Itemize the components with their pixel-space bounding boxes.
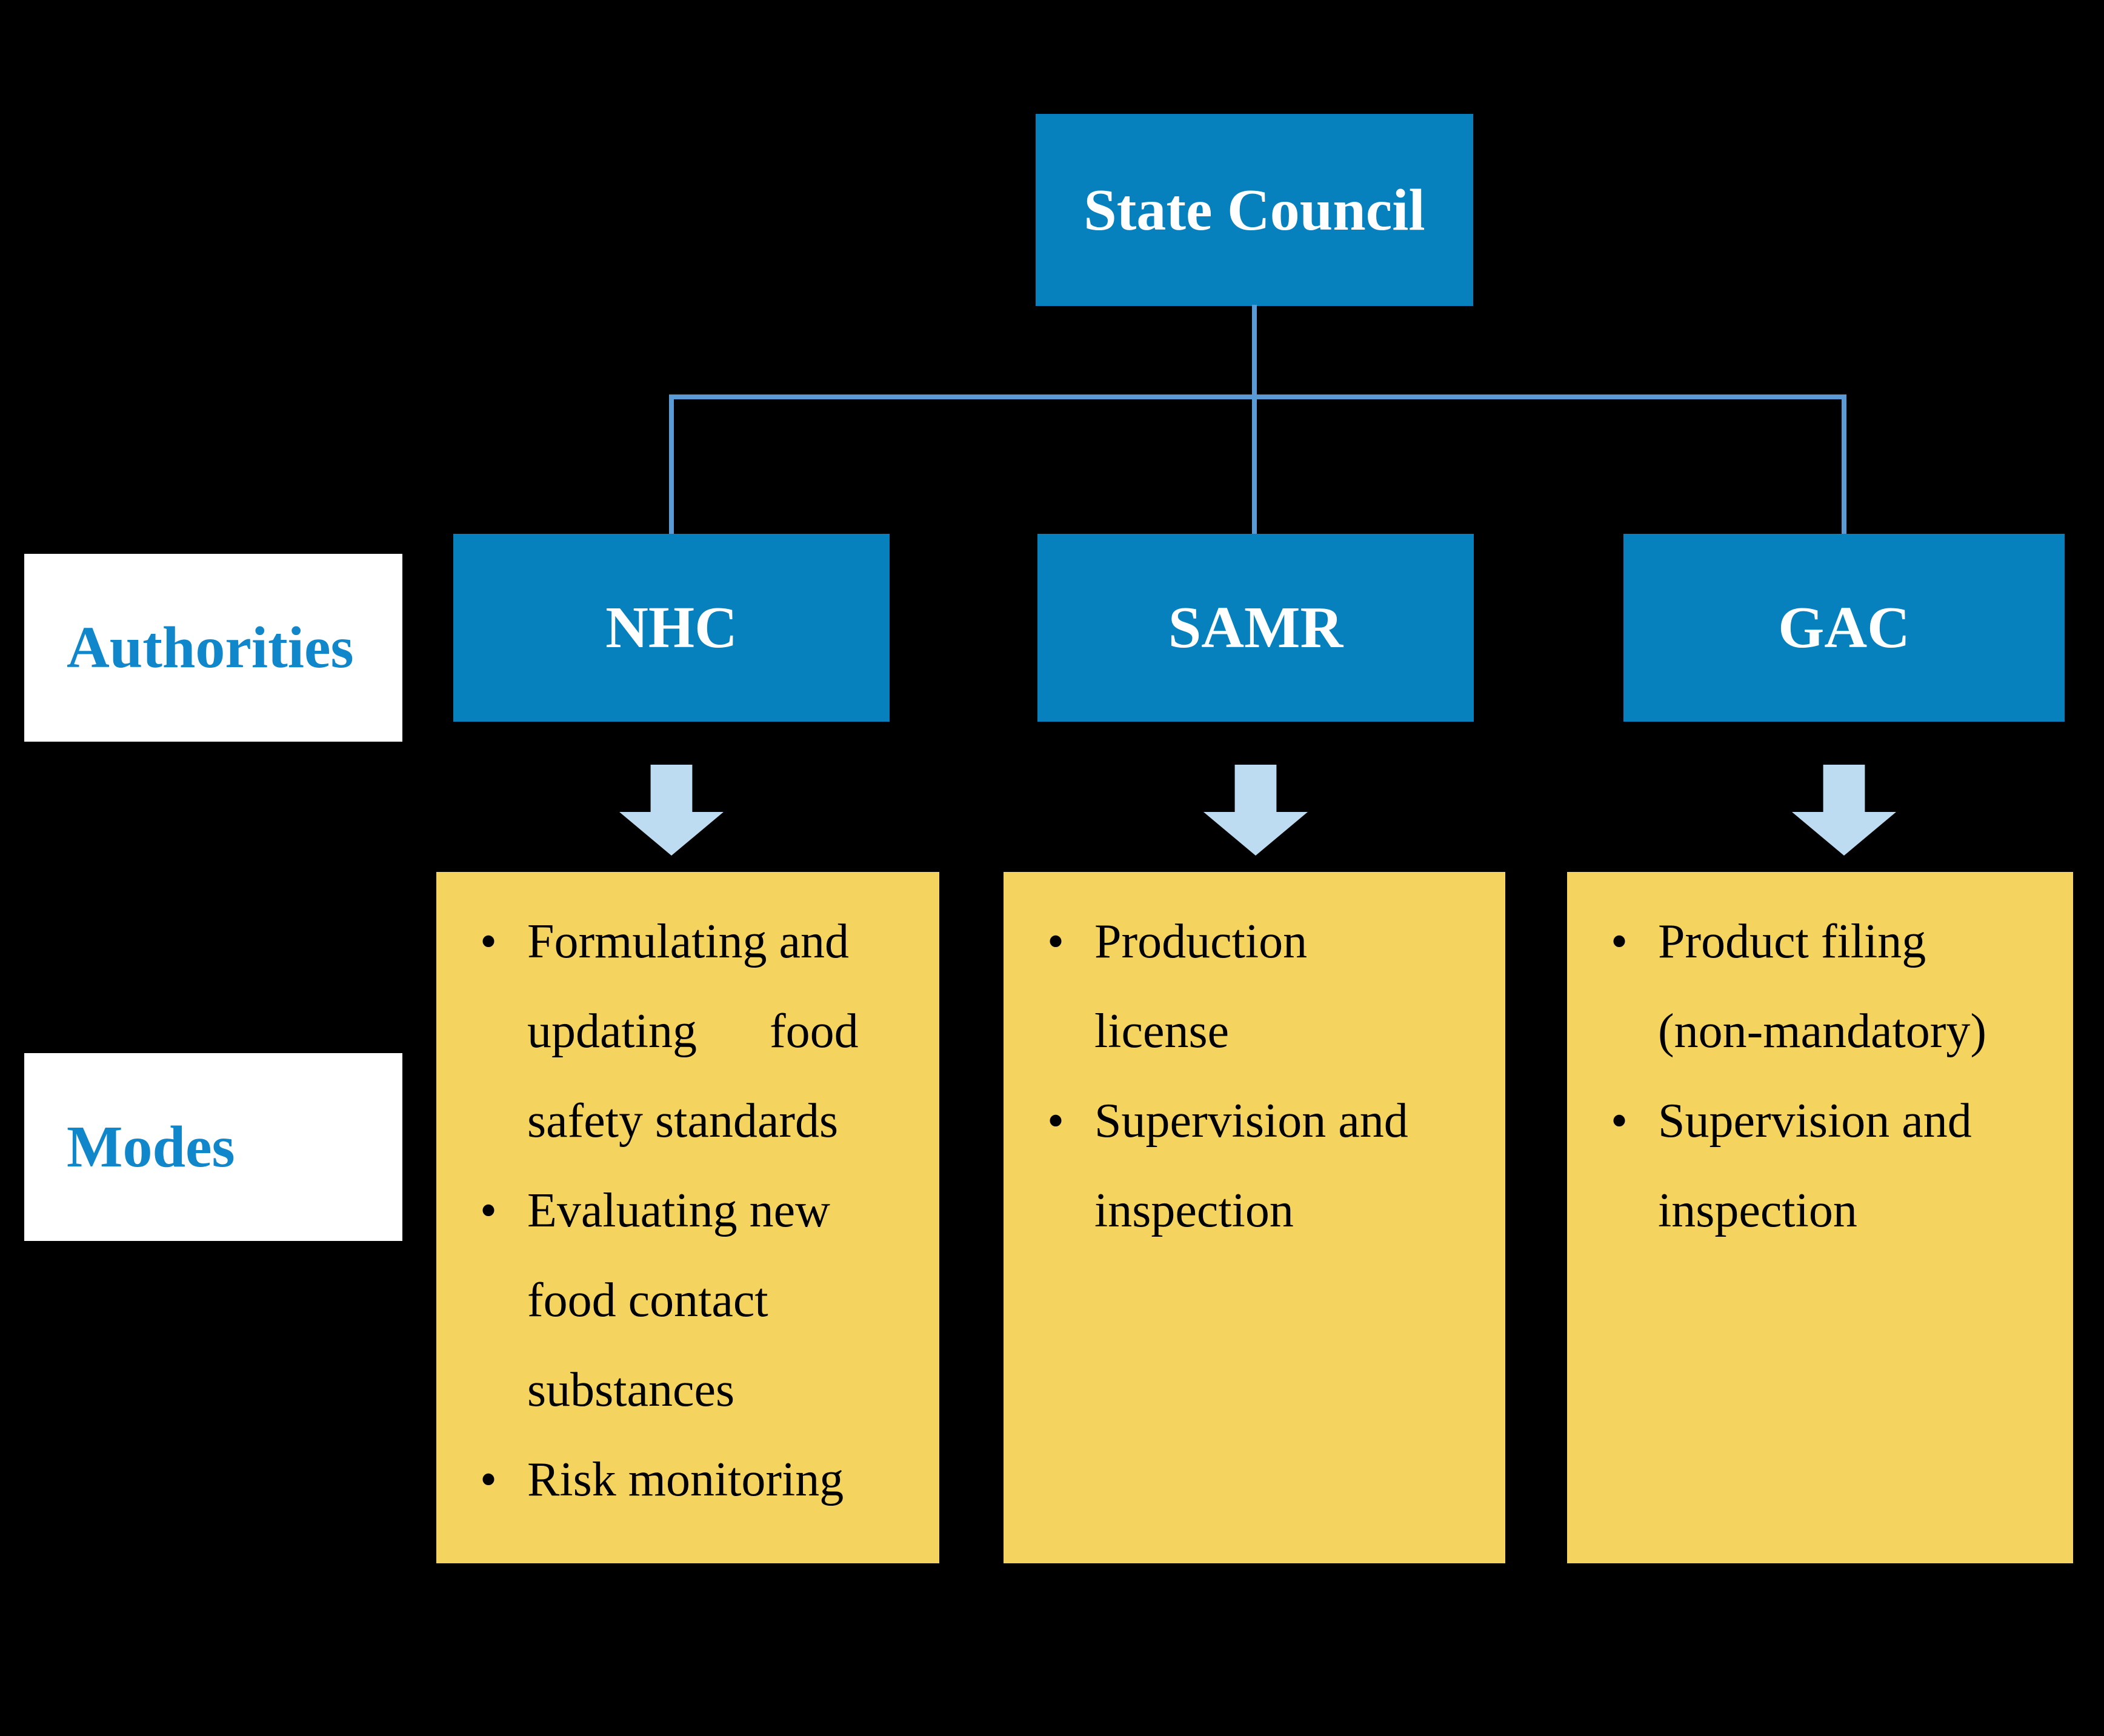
connector-horizontal xyxy=(669,394,1846,399)
down-arrow-icon xyxy=(1203,765,1308,856)
authority-box-gac: GAC xyxy=(1623,534,2065,722)
connector-drop-samr xyxy=(1252,394,1257,534)
modes-list-samr: Production licenseSupervision and inspec… xyxy=(1004,872,1505,1255)
modes-panel-gac: Product filing (non-mandatory)Supervisio… xyxy=(1567,872,2073,1563)
down-arrow-icon xyxy=(619,765,724,856)
authorities-row-label: Authorities xyxy=(67,615,354,680)
authority-box-samr: SAMR xyxy=(1037,534,1474,722)
authorities-row-label-box: Authorities xyxy=(24,554,402,742)
mode-bullet-item: Product filing (non-mandatory) xyxy=(1567,897,2055,1076)
modes-panel-nhc: Formulating and updating food safety sta… xyxy=(436,872,939,1563)
authority-label-nhc: NHC xyxy=(605,595,737,660)
modes-row-label: Modes xyxy=(67,1114,235,1180)
mode-bullet-item: Production license xyxy=(1004,897,1487,1076)
modes-list-nhc: Formulating and updating food safety sta… xyxy=(436,872,939,1525)
authority-label-gac: GAC xyxy=(1778,595,1910,660)
state-council-box: State Council xyxy=(1036,114,1473,306)
connector-drop-gac xyxy=(1842,394,1846,534)
down-arrow-icon xyxy=(1792,765,1896,856)
mode-bullet-item: Supervision and inspection xyxy=(1567,1076,2055,1255)
mode-bullet-item: Risk monitoring xyxy=(436,1435,921,1525)
authority-label-samr: SAMR xyxy=(1168,595,1343,660)
modes-panel-samr: Production licenseSupervision and inspec… xyxy=(1004,872,1505,1563)
mode-bullet-item: Formulating and updating food safety sta… xyxy=(436,897,921,1166)
connector-root-stem xyxy=(1252,305,1257,397)
mode-bullet-item: Evaluating new food contact substances xyxy=(436,1166,921,1435)
authority-box-nhc: NHC xyxy=(453,534,890,722)
state-council-label: State Council xyxy=(1084,177,1425,243)
modes-row-label-box: Modes xyxy=(24,1053,402,1241)
modes-list-gac: Product filing (non-mandatory)Supervisio… xyxy=(1567,872,2073,1255)
connector-drop-nhc xyxy=(669,394,674,534)
mode-bullet-item: Supervision and inspection xyxy=(1004,1076,1487,1255)
